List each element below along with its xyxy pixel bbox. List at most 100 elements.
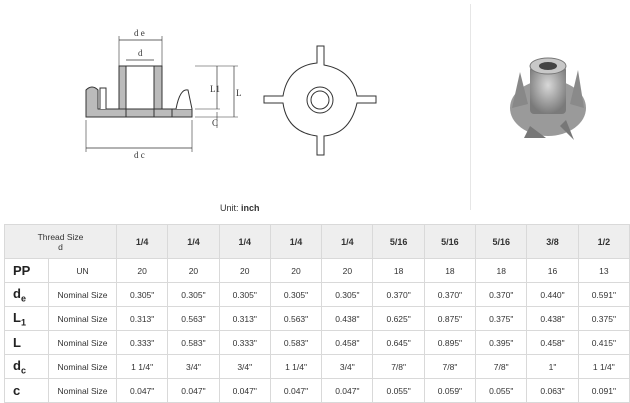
unit-value: inch [241,203,260,213]
table-cell: 13 [577,258,630,283]
table-cell: 0.370" [372,282,425,307]
row-name: Nominal Size [48,306,117,331]
row-symbol: L1 [4,306,49,331]
thread-size-col-6: 5/16 [372,224,425,259]
thread-size-symbol: d [58,241,63,252]
table-cell: 0.047" [321,378,374,403]
table-cell: 3/4" [167,354,220,379]
unit-note: Unit: inch [220,203,260,213]
table-cell: 0.895" [423,330,477,355]
table-cell: 0.047" [269,378,323,403]
table-cell: 0.583" [269,330,323,355]
label-c: C [212,118,218,128]
tee-nut-drawing: d e d L1 L C d c [85,28,586,160]
thread-size-col-8: 5/16 [475,224,528,259]
table-cell: 0.305" [167,282,220,307]
row-symbol: L [4,330,49,355]
thread-size-label: Thread Size [37,231,84,242]
thread-size-col-7: 5/16 [423,224,477,259]
table-cell: 20 [269,258,323,283]
table-cell: 1 1/4" [577,354,630,379]
row-symbol: c [4,378,49,403]
table-cell: 0.440" [526,282,579,307]
thread-size-col-1: 1/4 [115,224,169,259]
table-cell: 0.875" [423,306,477,331]
table-cell: 0.370" [423,282,477,307]
table-cell: 0.395" [475,330,528,355]
thread-size-col-2: 1/4 [167,224,220,259]
table-cell: 0.055" [372,378,425,403]
table-cell: 0.047" [167,378,220,403]
table-cell: 16 [526,258,579,283]
label-de: d e [134,28,145,38]
table-cell: 0.305" [269,282,323,307]
row-name: Nominal Size [48,354,117,379]
thread-size-col-4: 1/4 [269,224,323,259]
label-l1: L1 [210,84,220,94]
table-cell: 0.333" [218,330,271,355]
label-l: L [236,88,242,98]
thread-size-col-5: 1/4 [321,224,374,259]
table-cell: 0.313" [218,306,271,331]
unit-prefix: Unit: [220,203,239,213]
table-cell: 0.645" [372,330,425,355]
table-cell: 0.438" [321,306,374,331]
table-cell: 1 1/4" [115,354,169,379]
thread-size-col-3: 1/4 [218,224,271,259]
label-dc: d c [134,150,145,160]
table-cell: 0.458" [321,330,374,355]
table-cell: 20 [321,258,374,283]
table-cell: 0.305" [218,282,271,307]
label-d: d [138,48,143,58]
product-photo [510,57,586,140]
table-cell: 7/8" [372,354,425,379]
technical-drawing: d e d L1 L C d c [85,28,586,160]
table-cell: 20 [167,258,220,283]
table-cell: 0.563" [269,306,323,331]
row-symbol: dc [4,354,49,379]
row-symbol: PP [4,258,49,283]
table-cell: 0.305" [115,282,169,307]
row-name: Nominal Size [48,330,117,355]
thread-size-header: Thread Size d [4,224,117,259]
side-section-view [85,36,238,152]
table-cell: 7/8" [475,354,528,379]
table-cell: 0.563" [167,306,220,331]
row-name: UN [48,258,117,283]
table-cell: 0.047" [115,378,169,403]
table-cell: 0.591" [577,282,630,307]
row-symbol: de [4,282,49,307]
table-cell: 7/8" [423,354,477,379]
table-cell: 0.091" [577,378,630,403]
table-cell: 0.370" [475,282,528,307]
table-cell: 0.055" [475,378,528,403]
table-cell: 0.305" [321,282,374,307]
table-cell: 1 1/4" [269,354,323,379]
table-cell: 0.313" [115,306,169,331]
top-plan-view [263,45,377,156]
thread-size-col-10: 1/2 [577,224,630,259]
table-cell: 20 [115,258,169,283]
figure-divider [470,4,471,210]
table-cell: 0.375" [577,306,630,331]
table-cell: 0.059" [423,378,477,403]
table-cell: 3/4" [321,354,374,379]
row-name: Nominal Size [48,282,117,307]
table-cell: 3/4" [218,354,271,379]
table-cell: 20 [218,258,271,283]
table-cell: 0.333" [115,330,169,355]
table-cell: 0.415" [577,330,630,355]
side-view-labels: d e d L1 L C d c [134,28,242,160]
thread-size-col-9: 3/8 [526,224,579,259]
table-cell: 0.047" [218,378,271,403]
table-cell: 0.375" [475,306,528,331]
